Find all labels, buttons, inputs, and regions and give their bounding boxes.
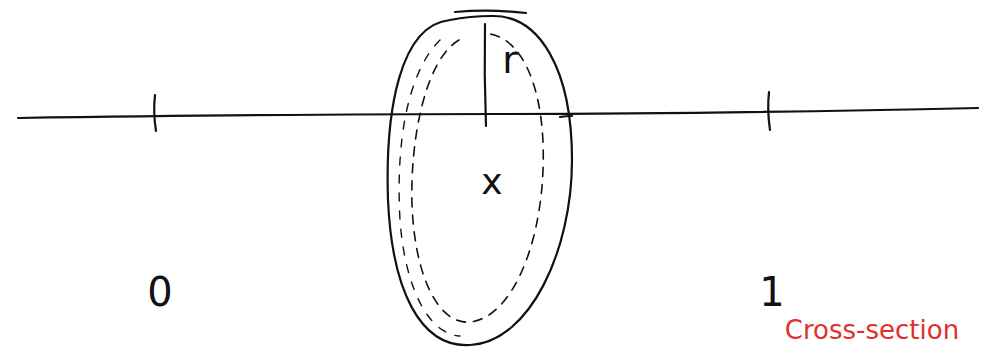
number-line: [18, 108, 978, 118]
disk-inner-dashed: [412, 34, 543, 322]
axis-label: 0: [147, 272, 172, 312]
radius-label: r: [502, 41, 518, 79]
disk-outline: [388, 16, 572, 345]
axis-label: 1: [759, 272, 784, 312]
rim-mark: [560, 116, 572, 117]
radius-cap: [455, 11, 526, 13]
point-label: x: [481, 164, 502, 200]
tick-mark: [768, 92, 770, 130]
annotation-note: Cross-section: [785, 317, 959, 343]
tick-mark: [154, 95, 156, 131]
disk-depth-dashed: [399, 40, 460, 336]
radius-line: [485, 24, 486, 126]
